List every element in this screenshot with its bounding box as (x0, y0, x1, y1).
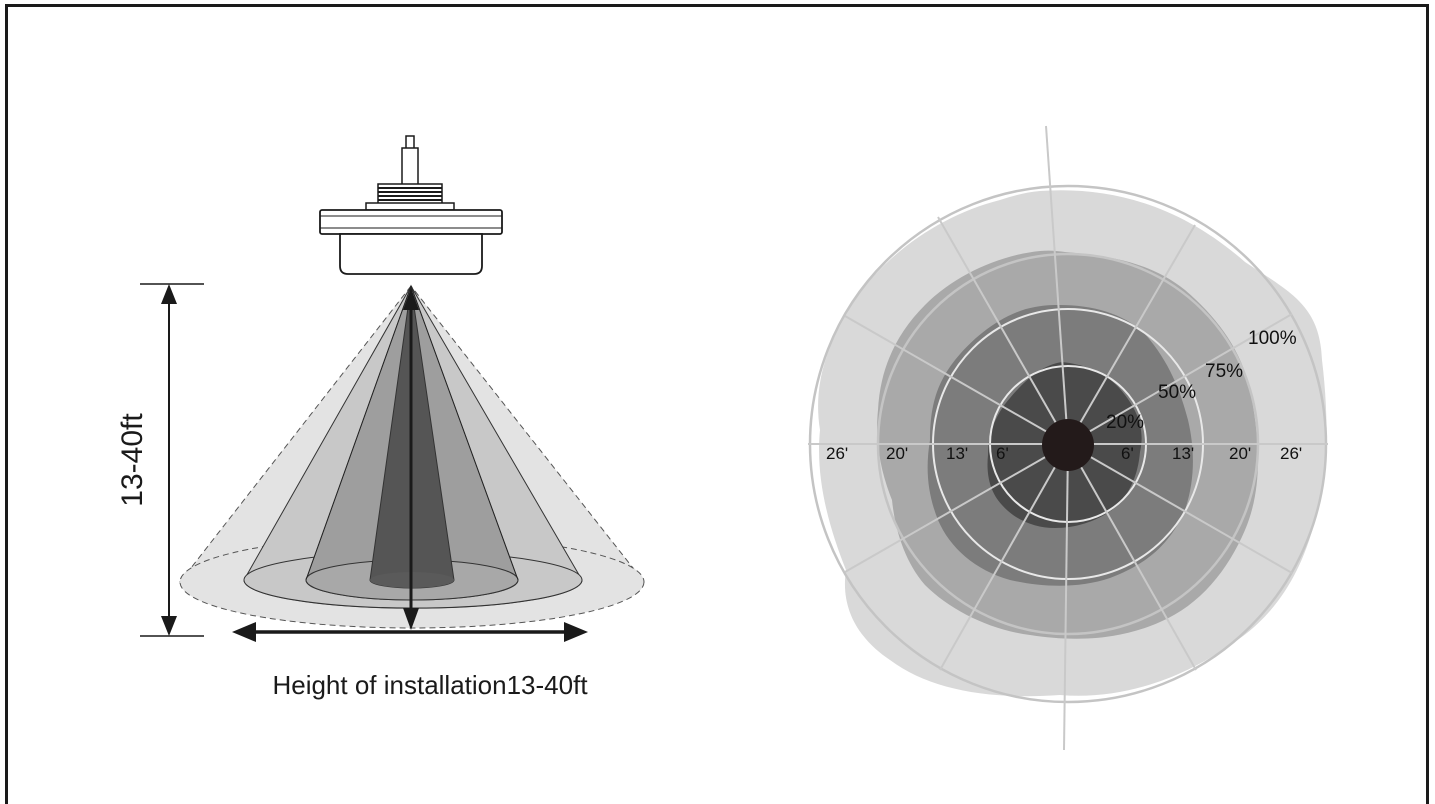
width-arrow (232, 622, 588, 642)
percent-label-50: 50% (1158, 382, 1196, 403)
diagram-frame (5, 4, 1429, 804)
distance-label: 20' (1229, 444, 1251, 463)
percent-labels: 100% 75% 50% 20% (1106, 328, 1297, 433)
distance-label: 20' (886, 444, 908, 463)
sensor-device (319, 135, 503, 275)
percent-label-75: 75% (1205, 361, 1243, 382)
height-label: 13-40ft (116, 413, 149, 507)
distance-labels: 26' 20' 13' 6' 6' 13' 20' 26' (826, 444, 1302, 463)
installation-caption: Height of installation13-40ft (272, 670, 588, 700)
percent-label-20: 20% (1106, 412, 1144, 433)
distance-label: 6' (996, 444, 1009, 463)
height-dimension (140, 283, 204, 637)
coverage-pattern (808, 125, 1328, 751)
sensor-center-dot (1042, 419, 1094, 471)
distance-label: 26' (1280, 444, 1302, 463)
distance-label: 13' (1172, 444, 1194, 463)
distance-label: 13' (946, 444, 968, 463)
center-vertical-arrow (403, 288, 419, 630)
percent-label-100: 100% (1248, 328, 1297, 349)
distance-label: 6' (1121, 444, 1134, 463)
distance-label: 26' (826, 444, 848, 463)
